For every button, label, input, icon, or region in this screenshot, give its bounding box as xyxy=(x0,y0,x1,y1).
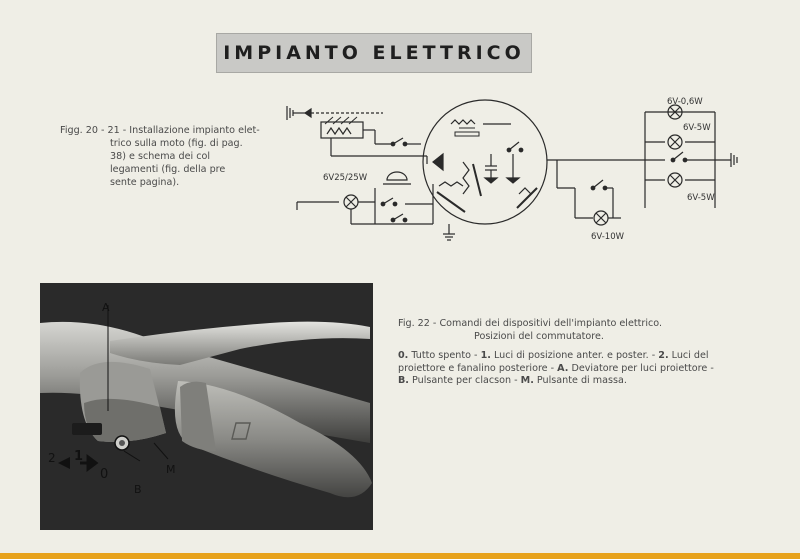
ground-left-icon xyxy=(286,106,305,120)
label-lamp-tail: 6V-10W xyxy=(591,232,625,242)
legend-m-num: M. xyxy=(520,375,534,386)
legend-2-text: Luci del proiettore e fanalino posterior… xyxy=(398,350,709,374)
label-a: A xyxy=(102,301,110,314)
stop-lamp-icon xyxy=(667,172,683,188)
label-pos-2: 2 xyxy=(48,451,56,465)
legend-b-text: Pulsante per clacson - xyxy=(408,375,521,386)
caption-figure-22: Fig. 22 - Comandi dei dispositivi dell'i… xyxy=(398,317,720,343)
label-lamp-mid: 6V-5W xyxy=(683,123,711,133)
label-b: B xyxy=(134,483,142,496)
caption-22-lead: Fig. 22 - Comandi dei dispositivi dell'i… xyxy=(398,318,663,329)
legend-a-num: A. xyxy=(557,362,569,374)
legend-a-text: Deviatore per luci proiettore - xyxy=(568,362,714,374)
instrument-lamp-icon xyxy=(667,104,683,120)
caption-figures-20-21: Figg. 20 - 21 - Installazione impianto e… xyxy=(60,124,260,189)
legend-2-num: 2. xyxy=(658,350,669,361)
legend-1-text: Luci di posizione anter. e poster. - xyxy=(490,350,656,361)
title-banner: IMPIANTO ELETTRICO xyxy=(216,33,532,73)
legend-b-num: B. xyxy=(398,375,409,386)
legend-0-num: 0. xyxy=(398,350,409,361)
legend-0-text: Tutto spento - xyxy=(408,350,481,361)
label-m: M xyxy=(166,463,176,476)
ground-bottom-icon xyxy=(443,233,455,241)
speedo-lamp-icon xyxy=(667,134,683,150)
handlebar-photo: A 2 1 0 B M xyxy=(40,283,373,530)
label-lamp-top: 6V-0,6W xyxy=(667,97,703,107)
magneto-circle xyxy=(422,99,548,225)
ground-right-icon xyxy=(730,153,738,167)
label-pos-0: 0 xyxy=(100,467,109,482)
label-pos-1: 1 xyxy=(74,449,84,464)
wiring-diagram: 6V25/25W 6V-10W 6V-0,6W 6V-5W xyxy=(286,97,738,242)
label-lamp-front: 6V25/25W xyxy=(323,173,368,183)
caption-lead: Figg. 20 - 21 - Installazione impianto e… xyxy=(60,125,260,136)
horn-icon xyxy=(386,171,408,181)
page-edge-band xyxy=(0,553,800,559)
switch-positions-legend: 0. Tutto spento - 1. Luci di posizione a… xyxy=(398,350,720,388)
page-title: IMPIANTO ELETTRICO xyxy=(223,42,525,64)
label-lamp-low: 6V-5W xyxy=(687,193,715,203)
caption-22-sub: Posizioni del commutatore. xyxy=(474,331,604,342)
regulator-box xyxy=(320,121,364,139)
legend-1-num: 1. xyxy=(480,350,491,361)
legend-m-text: Pulsante di massa. xyxy=(533,375,627,386)
caption-body: trico sulla moto (fig. di pag. 38) e sch… xyxy=(110,138,243,188)
